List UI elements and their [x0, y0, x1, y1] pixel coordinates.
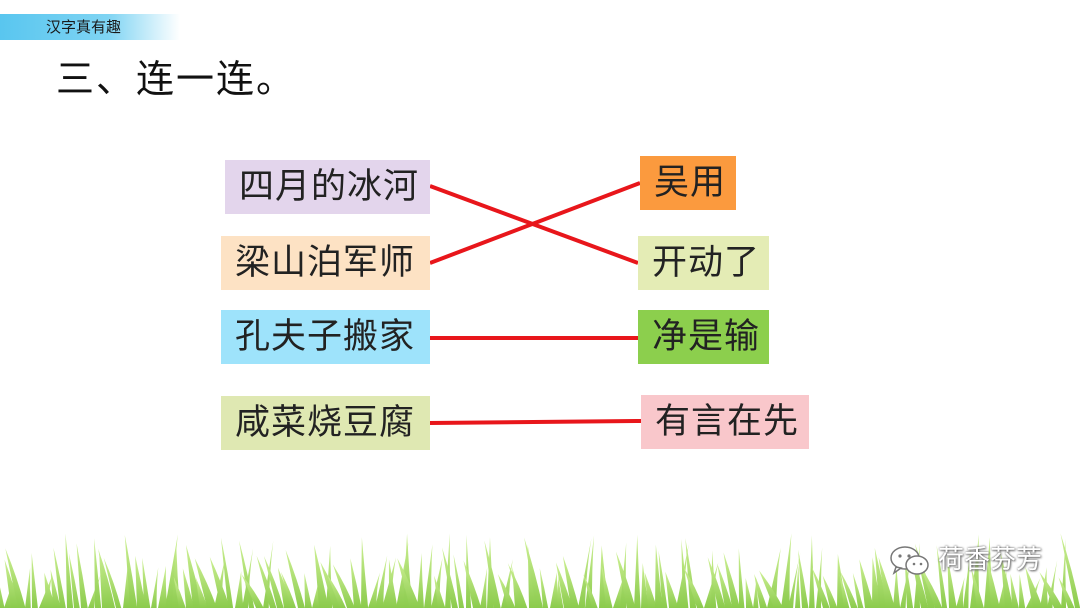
- right-item-1[interactable]: 吴用: [640, 156, 736, 210]
- left-item-3[interactable]: 孔夫子搬家: [221, 310, 430, 364]
- watermark-text: 荷香芬芳: [938, 540, 1042, 580]
- connection-line-4: [430, 421, 641, 423]
- left-item-4[interactable]: 咸菜烧豆腐: [221, 396, 430, 450]
- left-item-label: 孔夫子搬家: [235, 317, 415, 357]
- left-item-2[interactable]: 梁山泊军师: [221, 236, 430, 290]
- left-item-1[interactable]: 四月的冰河: [225, 160, 430, 214]
- left-item-label: 四月的冰河: [239, 167, 419, 207]
- right-item-label: 有言在先: [655, 402, 799, 442]
- right-item-2[interactable]: 开动了: [638, 236, 769, 290]
- right-item-label: 净是输: [652, 317, 760, 357]
- wechat-icon: [888, 544, 932, 578]
- right-item-3[interactable]: 净是输: [638, 310, 769, 364]
- right-item-label: 开动了: [652, 243, 760, 283]
- right-item-label: 吴用: [654, 163, 726, 203]
- left-item-label: 梁山泊军师: [235, 243, 415, 283]
- left-item-label: 咸菜烧豆腐: [235, 403, 415, 443]
- right-item-4[interactable]: 有言在先: [641, 395, 809, 449]
